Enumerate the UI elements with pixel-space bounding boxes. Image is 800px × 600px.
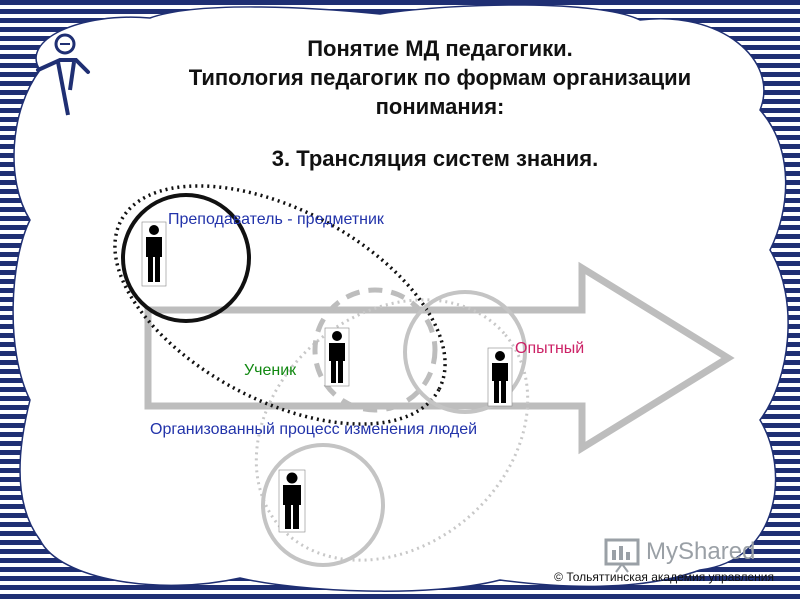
person-icon (487, 347, 513, 407)
slide-title-line-1: Понятие МД педагогики. (307, 36, 573, 61)
process-arrow (144, 261, 735, 455)
slide-title-line-3: понимания: (375, 94, 505, 119)
person-icon (324, 327, 350, 387)
slide-subtitle: 3. Трансляция систем знания. (271, 146, 599, 171)
expert-circle (403, 290, 527, 414)
copyright-text: © Тольяттинская академия управления (554, 570, 774, 584)
process-label: Организованный процесс изменения людей (150, 421, 478, 438)
watermark-text: MyShared (646, 538, 756, 565)
myshared-logo-icon (604, 538, 640, 573)
teacher-label: Преподаватель - предметник (168, 211, 384, 228)
student-label: Ученик (244, 362, 297, 379)
teacher-student-ellipse (113, 184, 447, 426)
presenter-logo-icon (36, 33, 90, 116)
process-group-ellipse (254, 298, 530, 562)
person-icon (141, 221, 167, 287)
person-icon (278, 469, 306, 533)
slide-title-line-2: Типология педагогик по формам организаци… (188, 65, 692, 90)
teacher-circle (121, 193, 251, 323)
student-circle (312, 287, 438, 413)
expert-label: Опытный (515, 340, 585, 357)
learner-circle (261, 443, 385, 567)
